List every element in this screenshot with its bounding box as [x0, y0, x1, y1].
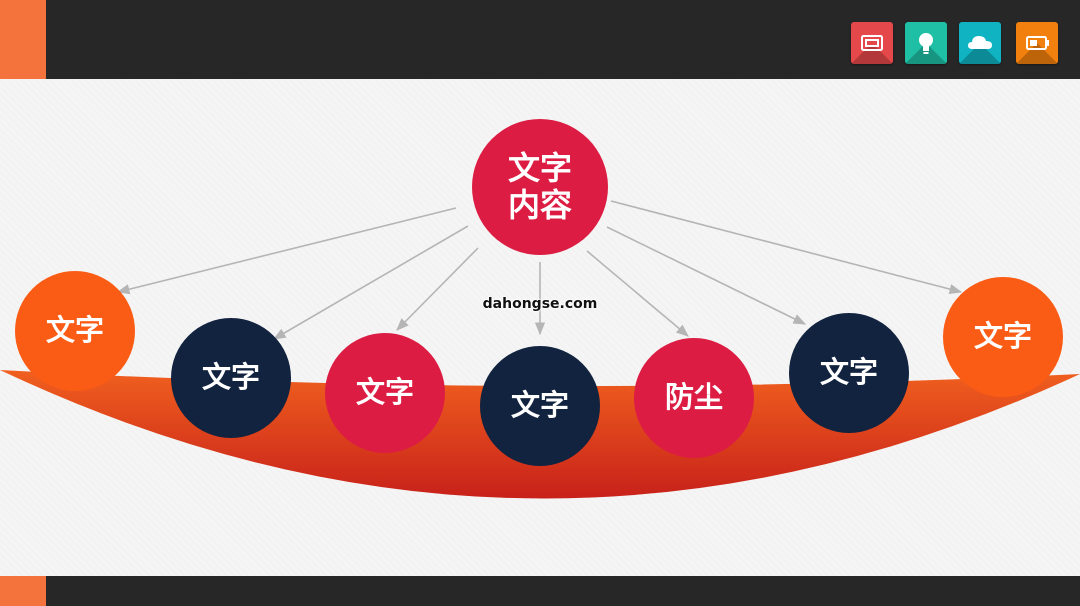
- connector-arrow-7: [610, 200, 963, 295]
- battery-icon[interactable]: [1016, 22, 1058, 64]
- connector-arrow-2: [272, 225, 469, 340]
- watermark-text: dahongse.com: [482, 296, 598, 312]
- header-bar: [0, 0, 1080, 79]
- connector-arrow-5: [586, 250, 689, 337]
- connector-arrow-3: [396, 247, 479, 331]
- child-node-5-circle[interactable]: [634, 338, 754, 458]
- child-node-6-circle[interactable]: [789, 313, 909, 433]
- child-node-3-circle[interactable]: [325, 333, 445, 453]
- child-node-2-circle[interactable]: [171, 318, 291, 438]
- child-node-7-circle[interactable]: [943, 277, 1063, 397]
- connector-arrow-1: [116, 207, 457, 295]
- header-accent-block: [0, 0, 46, 79]
- child-node-1-circle[interactable]: [15, 271, 135, 391]
- presentation-icon[interactable]: [851, 22, 893, 64]
- child-node-4-circle[interactable]: [480, 346, 600, 466]
- footer-accent-block: [0, 576, 46, 606]
- center-node-circle[interactable]: [472, 119, 608, 255]
- connector-arrow-6: [606, 226, 807, 325]
- cloud-icon[interactable]: [959, 22, 1001, 64]
- lightbulb-icon[interactable]: [905, 22, 947, 64]
- footer-bar: [0, 576, 1080, 606]
